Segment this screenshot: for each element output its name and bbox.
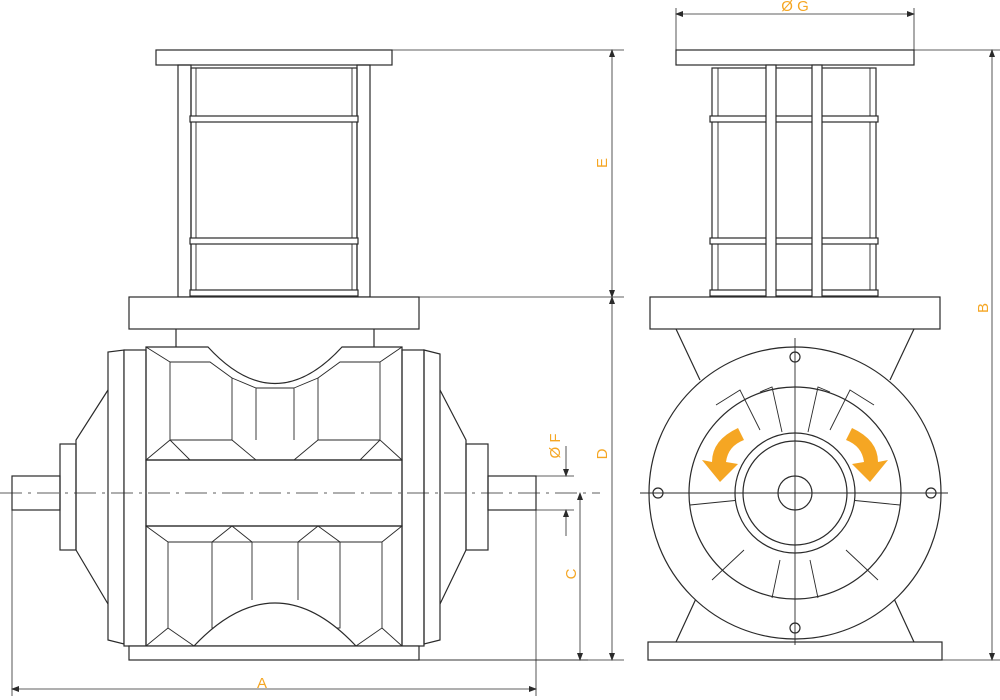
front-view-dimensions	[675, 8, 1000, 661]
dimension-label-e: E	[594, 158, 611, 168]
dimension-labels: A B C D E Ø F Ø G	[257, 0, 992, 692]
dimension-label-d: D	[594, 448, 611, 459]
dimension-label-g: Ø G	[781, 0, 809, 15]
dimension-label-a: A	[257, 675, 267, 692]
dimension-label-c: C	[563, 568, 580, 579]
dimension-label-b: B	[975, 303, 992, 313]
front-view	[640, 49, 948, 661]
side-view	[0, 49, 600, 661]
curved-arrow-clockwise-icon	[846, 428, 888, 482]
dimension-label-f: Ø F	[547, 434, 564, 459]
curved-arrow-counterclockwise-icon	[702, 428, 744, 482]
side-view-dimensions	[11, 49, 624, 696]
